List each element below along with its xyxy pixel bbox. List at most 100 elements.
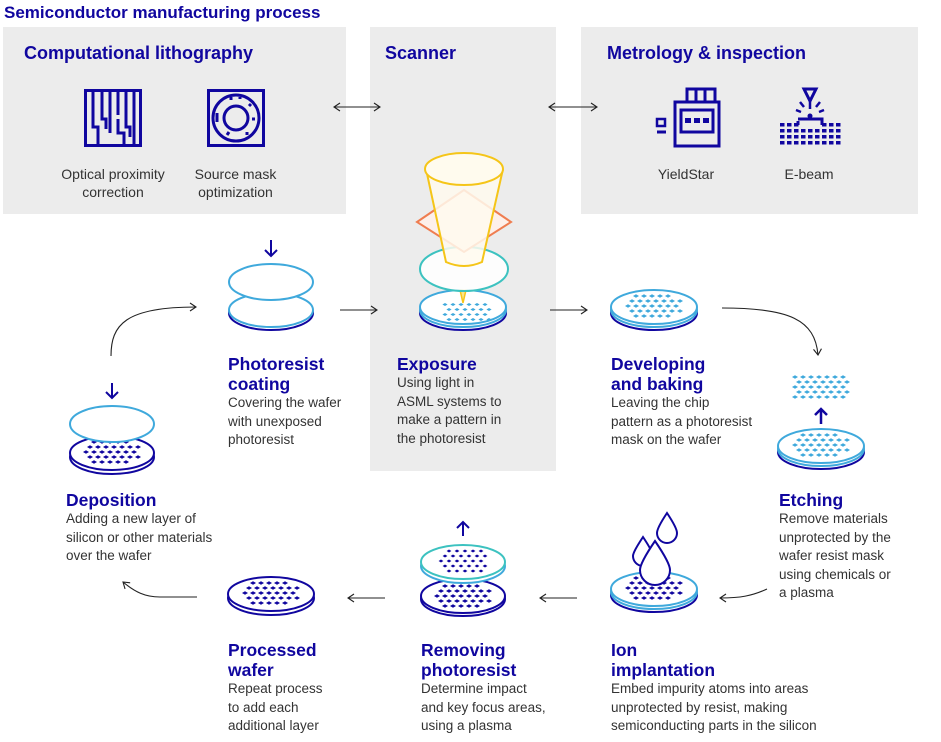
pattern-dot [645, 299, 651, 303]
pattern-dot [454, 559, 460, 563]
pattern-dot [836, 390, 842, 394]
developing-illustration [610, 289, 698, 331]
computational-lithography-title: Computational lithography [24, 43, 253, 63]
pattern-dot [466, 584, 472, 588]
step-removing-photoresist: Removing photoresist Determine impact an… [421, 640, 571, 736]
grid-dot [836, 141, 841, 145]
pattern-dot [824, 395, 830, 399]
pattern-dot [796, 390, 802, 394]
pattern-dot [446, 307, 452, 312]
pattern-dot [450, 564, 456, 568]
pattern-dot [446, 569, 452, 573]
pattern-dot [458, 554, 464, 558]
pattern-dot [816, 433, 822, 437]
pattern-dot [103, 445, 109, 449]
pattern-dot [294, 586, 300, 590]
pattern-dot [482, 302, 488, 307]
deposition-illustration [69, 405, 155, 475]
pattern-dot [450, 584, 456, 588]
pattern-dot [478, 307, 484, 312]
pattern-dot [462, 569, 468, 573]
pattern-dot [844, 438, 850, 442]
pattern-dot [434, 594, 440, 598]
pattern-dot [844, 390, 850, 394]
pattern-dot [131, 450, 137, 454]
pattern-dot [673, 304, 679, 308]
step-title: Developing [611, 354, 706, 374]
pattern-dot [645, 591, 651, 595]
pattern-dot [657, 294, 663, 298]
pattern-dot [816, 385, 822, 389]
step-title: Photoresist [228, 354, 325, 374]
down-arrow-icon [264, 240, 278, 258]
pattern-dot [446, 599, 452, 603]
pattern-dot [641, 596, 647, 600]
pattern-dot [812, 438, 818, 442]
arrow-etching-to-ion [719, 588, 768, 603]
step-desc-line: wafer resist mask [779, 548, 885, 563]
metrology-panel: Metrology & inspection YieldStar E-beam [581, 27, 918, 214]
pattern-dot [808, 433, 814, 437]
pattern-dot [438, 599, 444, 603]
step-photoresist-coating: Photoresist coating Covering the wafer w… [228, 354, 368, 450]
pattern-dot [246, 586, 252, 590]
pattern-dot [792, 395, 798, 399]
grid-dot [808, 135, 813, 139]
pattern-dot [258, 581, 264, 585]
pattern-dot [633, 576, 639, 580]
pattern-dot [470, 317, 476, 322]
pattern-dot [462, 317, 468, 322]
grid-dot [787, 135, 792, 139]
pattern-dot [800, 433, 806, 437]
step-desc-line: make a pattern in [397, 412, 502, 427]
step-title: Etching [779, 490, 844, 510]
pattern-dot [832, 375, 838, 379]
pattern-dot [653, 591, 659, 595]
pattern-dot [462, 549, 468, 553]
pattern-dot [808, 443, 814, 447]
pattern-dot [442, 604, 448, 608]
pattern-dot [470, 599, 476, 603]
pattern-dot [661, 309, 667, 313]
pattern-dot [95, 455, 101, 459]
pattern-dot [486, 599, 492, 603]
step-title: photoresist [421, 660, 517, 680]
pattern-dot [844, 380, 850, 384]
pattern-dot [282, 581, 288, 585]
step-desc-line: Covering the wafer [228, 395, 342, 410]
pattern-dot [824, 433, 830, 437]
pattern-dot [254, 586, 260, 590]
pattern-dot [828, 380, 834, 384]
pattern-dot [816, 375, 822, 379]
grid-dot [829, 123, 834, 127]
grid-dot [822, 129, 827, 133]
pattern-dot [95, 445, 101, 449]
pattern-dot [808, 375, 814, 379]
grid-dot [829, 129, 834, 133]
pattern-dot [111, 455, 117, 459]
grid-dot [780, 141, 785, 145]
pattern-dot [812, 380, 818, 384]
pattern-dot [454, 569, 460, 573]
pattern-dot [258, 591, 264, 595]
arrow-processed-to-deposition [122, 581, 197, 598]
pattern-dot [466, 312, 472, 317]
pattern-dot [458, 312, 464, 317]
pattern-dot [446, 559, 452, 563]
pattern-dot [474, 594, 480, 598]
pattern-dot [458, 564, 464, 568]
pattern-dot [462, 559, 468, 563]
pattern-dot [808, 385, 814, 389]
pattern-dot [796, 448, 802, 452]
grid-dot [780, 123, 785, 127]
grid-dot [836, 129, 841, 133]
grid-dot [801, 135, 806, 139]
pattern-dot [466, 302, 472, 307]
pattern-dot [649, 596, 655, 600]
grid-dot [822, 135, 827, 139]
pattern-dot [438, 589, 444, 593]
pattern-dot [673, 586, 679, 590]
pattern-dot [669, 309, 675, 313]
removing-photoresist-illustration [420, 544, 506, 617]
pattern-dot [286, 586, 292, 590]
